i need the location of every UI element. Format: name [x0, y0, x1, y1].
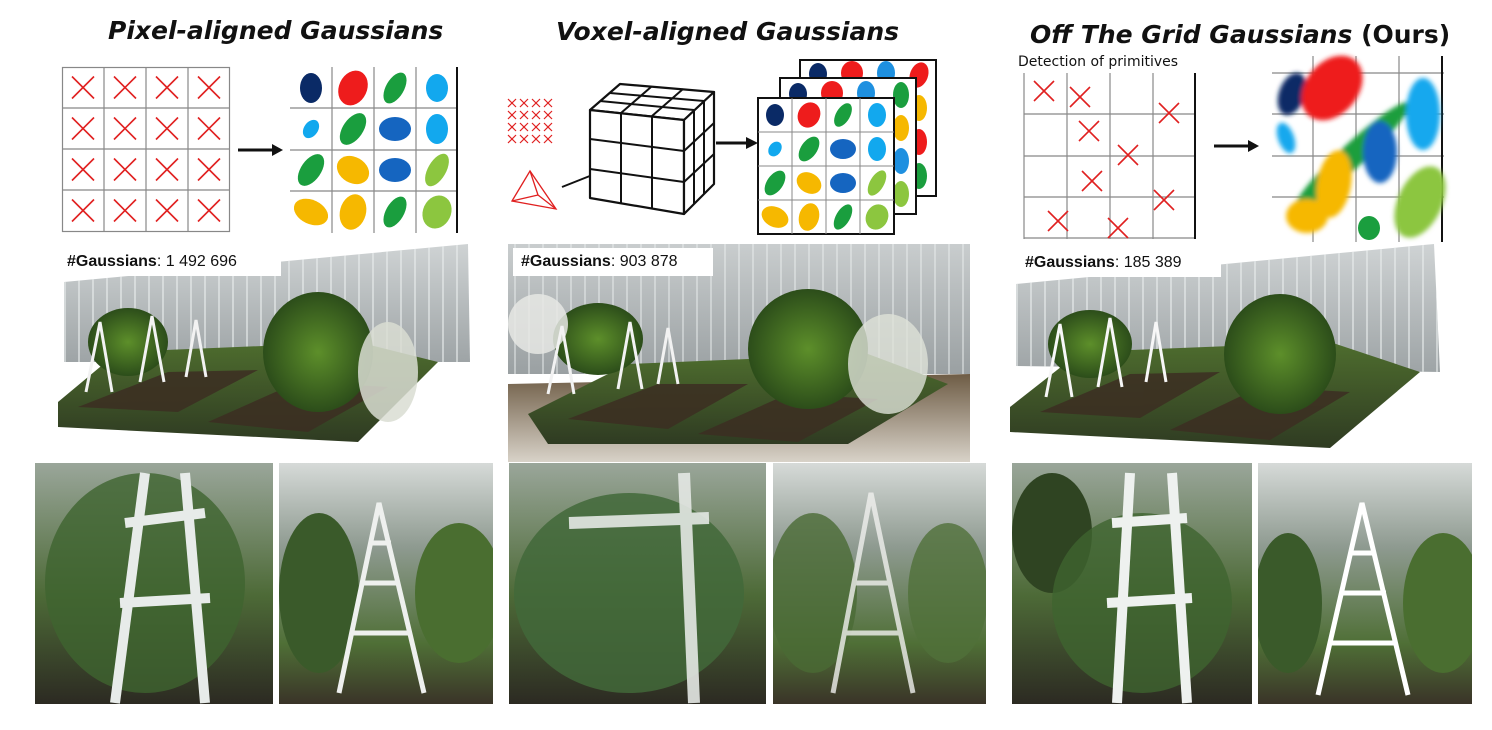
mini-cross-mark: [531, 134, 541, 144]
mini-cross-mark: [531, 110, 541, 120]
count-value: : 1 492 696: [156, 253, 237, 270]
off-grid-ellipses: [1276, 55, 1446, 238]
title-pixel-aligned: Pixel-aligned Gaussians: [108, 16, 443, 45]
cross-mark: [197, 75, 221, 100]
cross-mark: [71, 116, 95, 141]
closeup-voxel-right: [773, 463, 986, 704]
mini-cross-mark: [507, 98, 517, 108]
count-label-3: #Gaussians: [1025, 254, 1115, 271]
voxel-gaussian-stack: [757, 59, 937, 235]
cross-mark: [113, 116, 137, 141]
detection-label: Detection of primitives: [1018, 54, 1179, 70]
mini-cross-mark: [507, 122, 517, 132]
mini-cross-mark: [519, 122, 529, 132]
title-voxel-aligned: Voxel-aligned Gaussians: [556, 17, 899, 46]
cross-mark: [197, 198, 221, 223]
mini-cross-mark: [519, 134, 529, 144]
pixel-grid-gaussians: [290, 67, 458, 233]
mini-cross-mark: [543, 122, 553, 132]
cross-mark: [71, 75, 95, 100]
mini-cross-mark: [543, 98, 553, 108]
render-voxel-aligned: [508, 244, 970, 462]
cross-mark: [71, 198, 95, 223]
cross-mark: [197, 116, 221, 141]
pixel-grid-crosses: [61, 66, 231, 233]
closeup-pixel-right: [279, 463, 493, 704]
title-pixel-aligned-text: Pixel-aligned Gaussians: [108, 16, 444, 45]
off-grid-gaussians: [1272, 55, 1446, 242]
detection-grid: [1023, 73, 1196, 239]
title-voxel-aligned-text: Voxel-aligned Gaussians: [556, 17, 900, 46]
cross-mark: [113, 198, 137, 223]
mini-cross-mark: [519, 110, 529, 120]
pixel-gaussian-ellipses: [293, 70, 452, 230]
mini-cross-mark: [531, 122, 541, 132]
camera-frustum-icon: [510, 169, 558, 210]
count-label-2: #Gaussians: [521, 253, 611, 270]
count-value-3: : 185 389: [1114, 254, 1182, 271]
title-off-the-grid-suffix: (Ours): [1352, 20, 1451, 49]
mini-cross-mark: [507, 110, 517, 120]
detection-crosses: [1033, 80, 1180, 239]
arrow-icon: [238, 144, 283, 156]
closeup-pixel-left: [35, 463, 273, 704]
gaussian-count-ours: #Gaussians: 185 389: [1017, 249, 1221, 277]
voxel-cube: [588, 82, 716, 216]
voxel-mini-crosses: [507, 98, 553, 144]
cross-mark: [71, 157, 95, 182]
mini-cross-mark: [531, 98, 541, 108]
cross-mark: [155, 157, 179, 182]
gaussian-count-voxel: #Gaussians: 903 878: [513, 248, 713, 276]
title-off-the-grid-italic: Off The Grid Gaussians: [1030, 20, 1353, 49]
cross-mark: [155, 198, 179, 223]
closeup-ours-right: [1258, 463, 1472, 704]
mini-cross-mark: [507, 134, 517, 144]
count-label: #Gaussians: [67, 253, 157, 270]
count-value-2: : 903 878: [610, 253, 678, 270]
mini-cross-mark: [543, 134, 553, 144]
mini-cross-mark: [519, 98, 529, 108]
arrow-icon-2: [716, 137, 758, 149]
cross-mark: [155, 116, 179, 141]
arrow-icon-3: [1214, 140, 1259, 152]
cross-mark: [113, 75, 137, 100]
cross-mark: [197, 157, 221, 182]
gaussian-count-pixel: #Gaussians: 1 492 696: [59, 248, 281, 276]
closeup-voxel-left: [509, 463, 766, 704]
cross-mark: [113, 157, 137, 182]
voxel-stack-layer-front: [757, 97, 895, 235]
mini-cross-mark: [543, 110, 553, 120]
closeup-ours-left: [1012, 463, 1252, 704]
title-off-the-grid: Off The Grid Gaussians (Ours): [1030, 20, 1450, 49]
cross-mark: [155, 75, 179, 100]
